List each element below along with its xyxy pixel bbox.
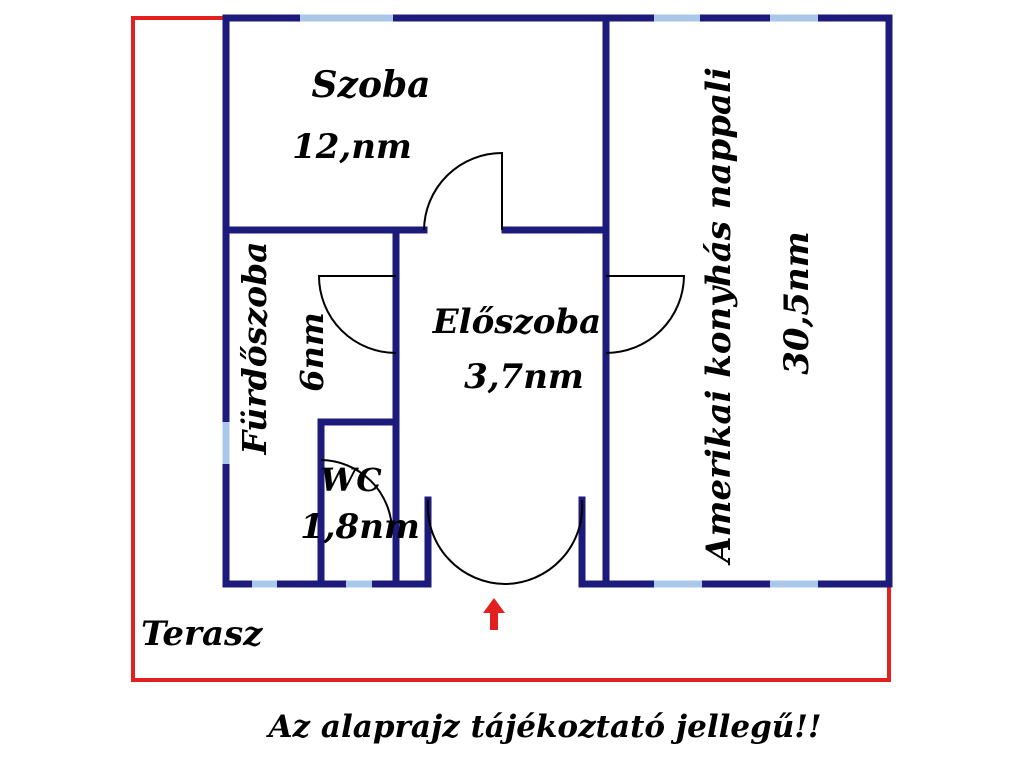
terrace-outline [131,16,891,682]
windows [222,14,818,588]
door-entrance-left [426,499,506,585]
room-szoba-area: 12,nm [292,127,412,167]
door-furdoszoba [317,275,397,354]
doors [317,151,686,585]
room-wc-area: 1,8nm [300,507,420,547]
disclaimer-note: Az alaprajz tájékoztató jellegű!! [265,709,821,745]
entrance-arrow-icon [483,598,505,630]
room-nappali-name: Amerikai konyhás nappali [699,67,739,566]
room-furdoszoba-name: Fürdőszoba [235,241,274,455]
room-terasz-name: Terasz [141,614,263,654]
door-entrance-right [504,499,584,585]
door-wc [320,459,393,531]
room-nappali-area: 30,5nm [777,231,817,375]
room-szoba-name: Szoba [312,64,431,106]
room-wc-name: WC [320,461,382,499]
room-furdoszoba-area: 6nm [293,312,331,391]
door-nappali [605,275,686,354]
room-eloszoba-name: Előszoba [432,302,601,342]
room-eloszoba-area: 3,7nm [464,357,584,397]
door-szoba [423,151,503,231]
